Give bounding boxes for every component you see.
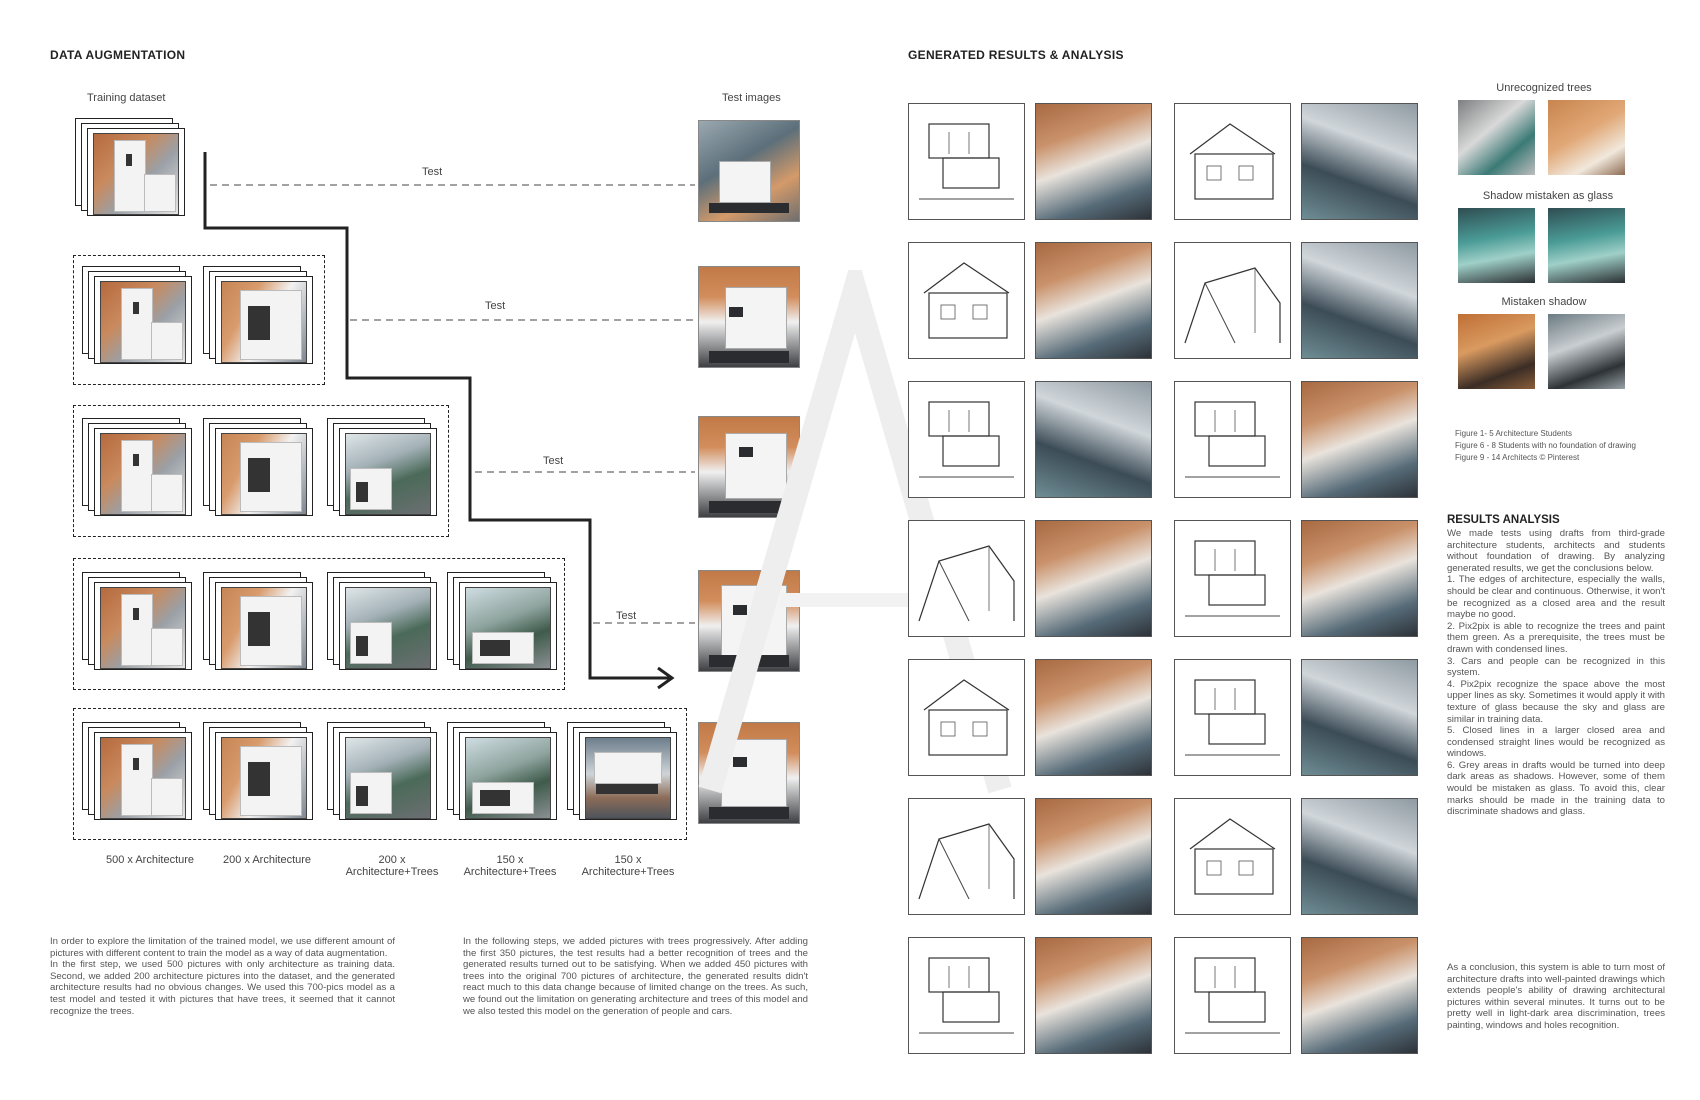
generated-tile [1035, 798, 1152, 915]
generated-tile [1301, 381, 1418, 498]
generated-tile [1301, 798, 1418, 915]
sketch-tile [1174, 103, 1291, 220]
training-group-3 [73, 405, 449, 537]
test-image [698, 266, 800, 368]
conclusion-text: As a conclusion, this system is able to … [1447, 962, 1665, 1031]
training-stack [327, 722, 437, 820]
generated-tile [1301, 659, 1418, 776]
unrecognized-trees-label: Unrecognized trees [1496, 82, 1592, 94]
test-label-3: Test [543, 455, 564, 467]
training-stack [82, 418, 192, 516]
test-label-4: Test [616, 610, 637, 622]
training-group-5 [73, 708, 687, 840]
results-analysis-title: RESULTS ANALYSIS [1447, 514, 1560, 526]
data-augmentation-heading: DATA AUGMENTATION [50, 48, 186, 62]
sketch-tile [1174, 659, 1291, 776]
generated-results-heading: GENERATED RESULTS & ANALYSIS [908, 48, 1124, 62]
training-dataset-label: Training dataset [87, 92, 166, 104]
generated-tile [1301, 520, 1418, 637]
training-stack [203, 572, 313, 670]
sketch-tile [1174, 937, 1291, 1054]
sketch-tile [1174, 520, 1291, 637]
sketch-tile [908, 520, 1025, 637]
sketch-tile [1174, 798, 1291, 915]
training-stack [75, 118, 185, 216]
training-stack [82, 266, 192, 364]
training-stack [447, 722, 557, 820]
data-augmentation-text-2: In the following steps, we added picture… [463, 936, 808, 1017]
test-label-1: Test [422, 166, 443, 178]
training-stack [327, 572, 437, 670]
data-augmentation-text-1: In order to explore the limitation of th… [50, 936, 395, 1017]
column-label-4: 150 x Architecture+Trees [463, 854, 557, 878]
training-stack [203, 722, 313, 820]
figure-note: Figure 1- 5 Architecture Students [1455, 429, 1572, 438]
error-example-image [1458, 314, 1535, 389]
error-example-image [1548, 100, 1625, 175]
sketch-tile [908, 103, 1025, 220]
sketch-tile [908, 659, 1025, 776]
sketch-tile [908, 798, 1025, 915]
training-stack [203, 266, 313, 364]
training-stack [82, 572, 192, 670]
error-example-image [1548, 208, 1625, 283]
error-example-image [1458, 208, 1535, 283]
shadow-mistaken-label: Shadow mistaken as glass [1482, 190, 1614, 202]
generated-tile [1035, 937, 1152, 1054]
training-stack [327, 418, 437, 516]
training-group-2 [73, 255, 325, 385]
figure-note: Figure 9 - 14 Architects © Pinterest [1455, 453, 1580, 462]
generated-tile [1035, 381, 1152, 498]
mistaken-shadow-label: Mistaken shadow [1501, 296, 1587, 308]
sketch-tile [908, 242, 1025, 359]
column-label-5: 150 x Architecture+Trees [581, 854, 675, 878]
training-stack [82, 722, 192, 820]
training-stack [447, 572, 557, 670]
generated-tile [1035, 103, 1152, 220]
training-group-4 [73, 558, 565, 690]
sketch-tile [1174, 381, 1291, 498]
sketch-tile [1174, 242, 1291, 359]
column-label-3: 200 x Architecture+Trees [345, 854, 439, 878]
generated-tile [1301, 103, 1418, 220]
test-image [698, 120, 800, 222]
figure-note: Figure 6 - 8 Students with no foundation… [1455, 441, 1636, 450]
flow-diagram [203, 152, 695, 690]
column-label-1: 500 x Architecture [105, 854, 195, 866]
sketch-tile [908, 381, 1025, 498]
generated-tile [1301, 937, 1418, 1054]
generated-tile [1035, 659, 1152, 776]
generated-tile [1301, 242, 1418, 359]
training-stack [567, 722, 677, 820]
error-example-image [1548, 314, 1625, 389]
generated-tile [1035, 520, 1152, 637]
results-analysis-text: We made tests using drafts from third-gr… [1447, 528, 1665, 818]
sketch-tile [908, 937, 1025, 1054]
generated-tile [1035, 242, 1152, 359]
column-label-2: 200 x Architecture [222, 854, 312, 866]
error-example-image [1458, 100, 1535, 175]
training-stack [203, 418, 313, 516]
test-images-label: Test images [722, 92, 781, 104]
test-label-2: Test [485, 300, 506, 312]
figure-notes: Figure 1- 5 Architecture Students Figure… [1455, 428, 1675, 464]
